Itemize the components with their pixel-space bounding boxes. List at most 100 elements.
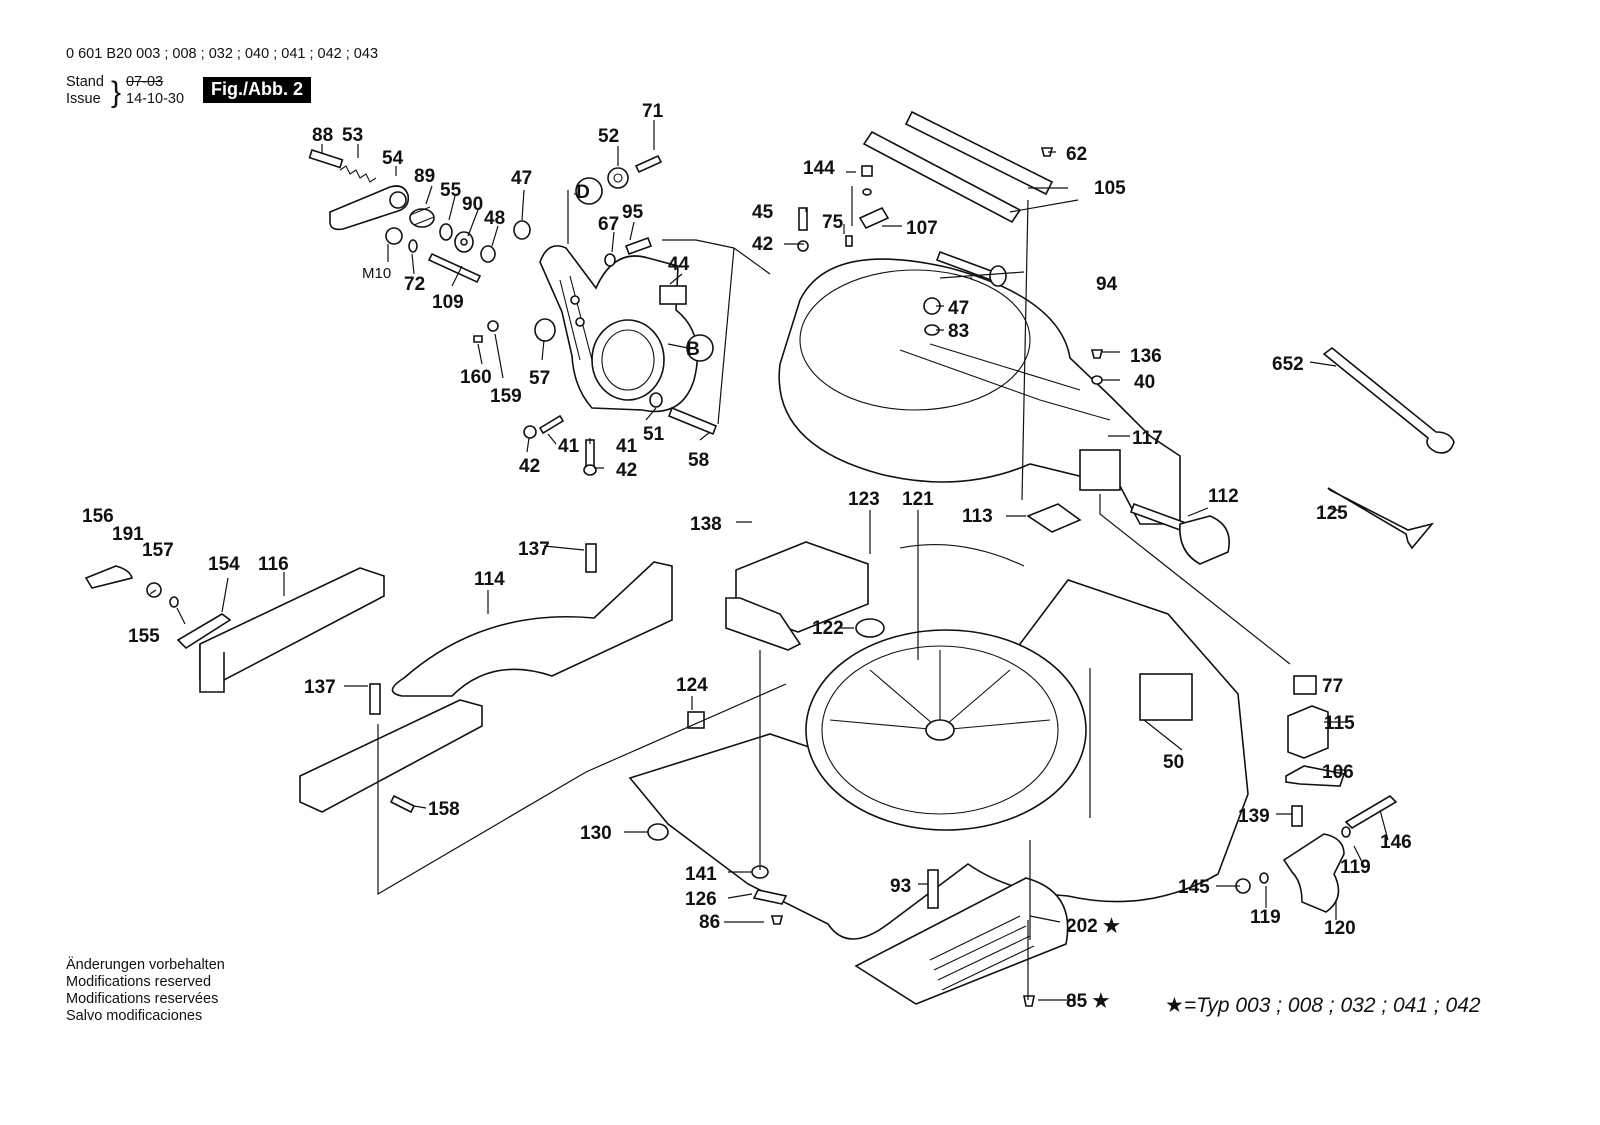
part-callout: 158 [428, 799, 460, 820]
part-callout: 42 [616, 460, 637, 481]
part-callout: 130 [580, 823, 612, 844]
part-callout: 160 [460, 367, 492, 388]
part-callout: 58 [688, 450, 709, 471]
part-callout: 85 ★ [1066, 991, 1109, 1012]
star-icon: ★ [1165, 994, 1184, 1017]
part-callout: 202 ★ [1066, 916, 1120, 937]
part-callout: 47 [948, 298, 969, 319]
part-callout: 89 [414, 166, 435, 187]
part-callout: 67 [598, 214, 619, 235]
part-callout: 106 [1322, 762, 1354, 783]
part-callout: 137 [518, 539, 550, 560]
part-callout: 112 [1208, 486, 1239, 507]
part-callout: 121 [902, 489, 934, 510]
part-callout: 652 [1272, 354, 1304, 375]
part-callout: 48 [484, 208, 505, 229]
part-callout: 71 [642, 101, 664, 122]
part-callout: 45 [752, 202, 774, 223]
part-callout: 62 [1066, 144, 1087, 165]
footnote-line: Modifications reserved [66, 974, 212, 990]
part-callout: 95 [622, 202, 644, 223]
part-callout: 122 [812, 618, 844, 639]
part-callout: 75 [822, 212, 844, 233]
part-callout: 154 [208, 554, 240, 575]
part-callout: 156 [82, 506, 114, 527]
part-callout: 53 [342, 125, 363, 146]
part-callout: 77 [1322, 676, 1343, 697]
part-callout: 72 [404, 274, 425, 295]
part-callout: 115 [1324, 713, 1355, 734]
part-callout: 114 [474, 569, 505, 590]
part-callout: 50 [1163, 752, 1184, 773]
part-callout: 144 [803, 158, 835, 179]
type-note-text: =Typ 003 ; 008 ; 032 ; 041 ; 042 [1183, 994, 1481, 1017]
part-callout: 42 [752, 234, 773, 255]
part-callout: 42 [519, 456, 540, 477]
figure-badge: Fig./Abb. 2 [203, 77, 311, 103]
part-callout: 155 [128, 626, 160, 647]
part-callout: 120 [1324, 918, 1356, 939]
part-callout: 191 [112, 524, 144, 545]
part-callout: 83 [948, 321, 969, 342]
part-callout: 125 [1316, 503, 1348, 524]
part-callout: B [686, 339, 700, 360]
pivot-bracket-assembly [308, 148, 718, 476]
part-callout: 117 [1132, 428, 1163, 449]
part-callout: 159 [490, 386, 522, 407]
part-callout: 44 [668, 254, 690, 275]
part-callout: 93 [890, 876, 911, 897]
part-callout: 145 [1178, 877, 1210, 898]
part-callout: 141 [685, 864, 717, 885]
part-callout: 107 [906, 218, 938, 239]
leader-lines [149, 120, 1389, 1001]
miter-lock-parts [1235, 675, 1398, 913]
turntable-assembly [778, 110, 1230, 565]
footnote-line: Salvo modificaciones [66, 1008, 203, 1024]
issue-label: Issue [66, 91, 101, 107]
part-callout: 86 [699, 912, 720, 933]
model-numbers: 0 601 B20 003 ; 008 ; 032 ; 040 ; 041 ; … [66, 46, 379, 62]
footnote-line: Modifications reservées [66, 991, 219, 1007]
issue-date: 14-10-30 [126, 91, 185, 107]
stand-label: Stand [66, 74, 104, 90]
part-callout: 90 [462, 194, 483, 215]
type-note: ★=Typ 003 ; 008 ; 032 ; 041 ; 042 [1165, 993, 1481, 1018]
fence-assembly [84, 543, 673, 814]
part-callout: 55 [440, 180, 462, 201]
part-callout: 124 [676, 675, 708, 696]
part-callout: 126 [685, 889, 717, 910]
part-callout: 116 [258, 554, 289, 575]
part-callout: 136 [1130, 346, 1162, 367]
part-callout: M10 [362, 265, 391, 282]
part-callout: 40 [1134, 372, 1155, 393]
part-callout: 52 [598, 126, 619, 147]
part-callout: 123 [848, 489, 880, 510]
part-callout: 146 [1380, 832, 1412, 853]
tools [1322, 346, 1455, 550]
part-callout: 157 [142, 540, 174, 561]
part-callout: 47 [511, 168, 532, 189]
part-callout: 138 [690, 514, 722, 535]
part-callout: 94 [1096, 274, 1118, 295]
part-callout: 51 [643, 424, 665, 445]
part-callout: 137 [304, 677, 336, 698]
part-callout: 54 [382, 148, 404, 169]
detail-markers [575, 177, 714, 362]
part-callout: 119 [1250, 907, 1281, 928]
base-assembly [628, 541, 1249, 1007]
part-callout: 113 [962, 506, 993, 527]
footnote-line: Änderungen vorbehalten [66, 957, 225, 973]
part-callout: 41 [616, 436, 638, 457]
part-callout: 57 [529, 368, 550, 389]
part-callout: D [576, 182, 590, 203]
footnote: Änderungen vorbehalten Modifications res… [66, 957, 225, 1025]
stand-date: 07-03 [126, 74, 164, 90]
part-callout: 109 [432, 292, 464, 313]
part-callout: 41 [558, 436, 580, 457]
part-callout: 139 [1238, 806, 1270, 827]
part-callout: 105 [1094, 178, 1126, 199]
brace-symbol: } [111, 76, 122, 109]
part-callout: 119 [1340, 857, 1371, 878]
